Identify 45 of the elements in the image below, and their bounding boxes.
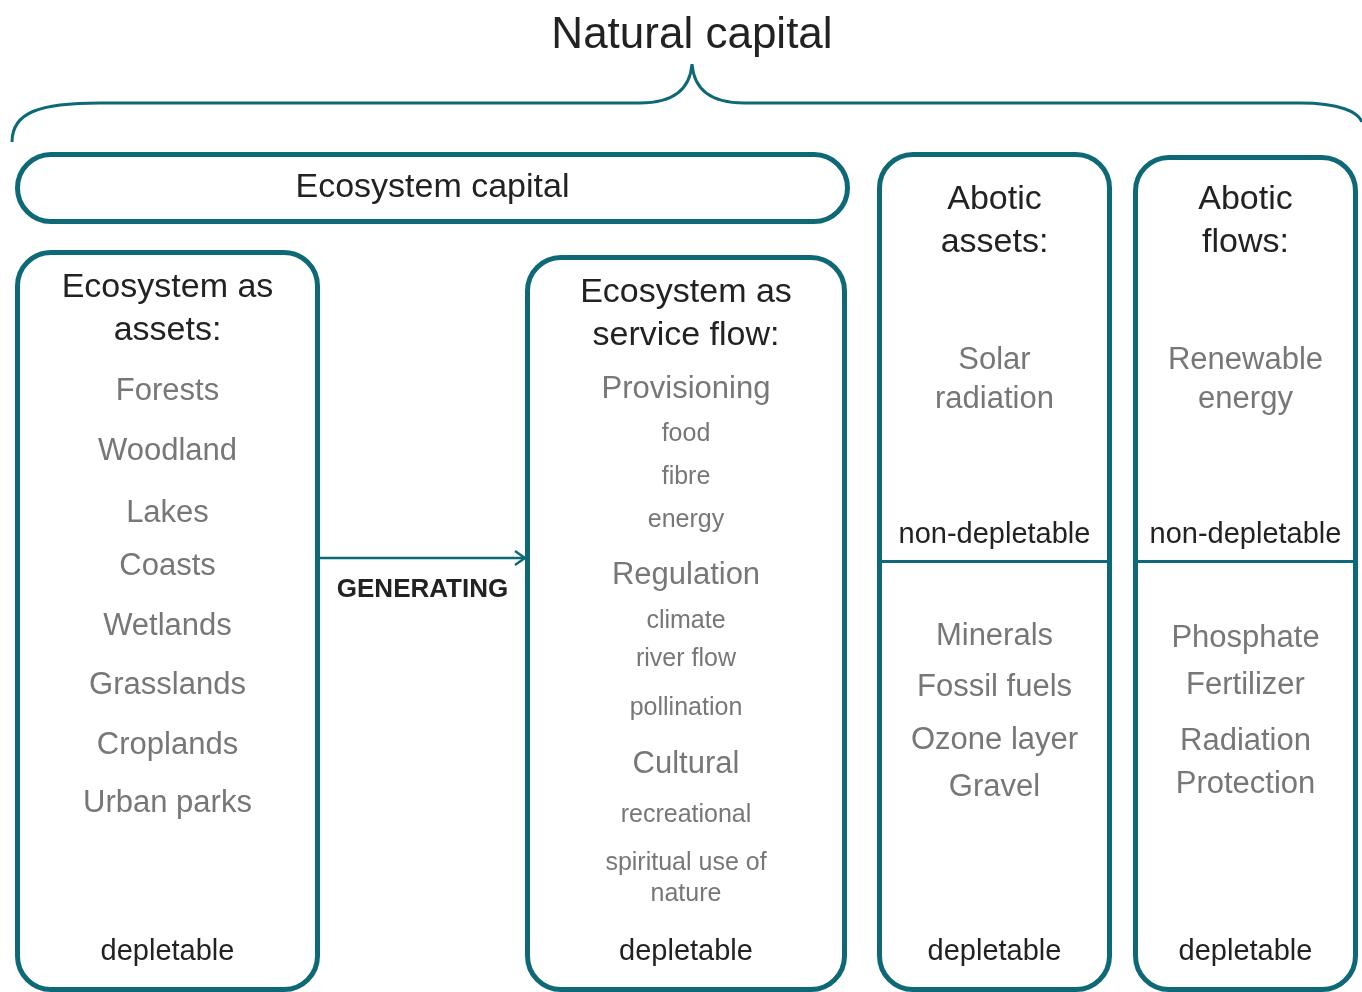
sub-item-text: climate <box>646 604 726 636</box>
sub-item-text: spiritual use of nature <box>604 845 768 908</box>
item-text: Wetlands <box>103 605 232 644</box>
item-text: Forests <box>115 370 220 409</box>
item-text: Lakes <box>126 492 209 531</box>
item-text: Grasslands <box>89 664 246 703</box>
heading-text: Ecosystem as assets: <box>60 264 275 348</box>
sub-item-text: fibre <box>661 460 711 492</box>
item-text: Radiation <box>1180 720 1311 759</box>
sub-item-text: pollination <box>629 691 743 723</box>
sub-item-text: river flow <box>636 642 736 674</box>
footer-text: depletable <box>1178 932 1313 968</box>
rounded-panel <box>1133 155 1358 992</box>
arrow <box>320 549 527 567</box>
item-text: Phosphate <box>1171 617 1320 656</box>
item-text: Fertilizer <box>1186 664 1305 703</box>
item-text: Ozone layer <box>910 719 1079 758</box>
sub-item-text: food <box>661 417 711 449</box>
item-text: Cultural <box>632 743 740 782</box>
heading-text: Ecosystem capital <box>294 164 571 206</box>
item-text: Protection <box>1175 763 1316 802</box>
sub-item-text: recreational <box>620 798 752 830</box>
footer-text: non-depletable <box>898 515 1091 551</box>
heading-text: Abotic flows: <box>1197 176 1294 260</box>
item-text: Regulation <box>611 554 761 593</box>
item-text: Fossil fuels <box>917 666 1072 705</box>
item-text: Croplands <box>96 724 239 763</box>
diagram-title: Natural capital <box>551 8 833 58</box>
item-text: Minerals <box>935 615 1054 654</box>
heading-text: Ecosystem as service flow: <box>579 269 793 353</box>
footer-text: depletable <box>100 932 235 968</box>
footer-text: non-depletable <box>1149 515 1342 551</box>
item-text: Coasts <box>119 545 216 584</box>
item-text: Urban parks <box>83 782 252 821</box>
item-text: Gravel <box>948 766 1041 805</box>
item-text: Renewable energy <box>1166 340 1325 417</box>
rounded-panel <box>15 250 320 992</box>
footer-text: depletable <box>927 932 1062 968</box>
footer-text: depletable <box>619 932 753 968</box>
rounded-panel <box>877 152 1112 992</box>
sub-item-text: energy <box>647 503 725 535</box>
item-text: Solar radiation <box>934 340 1055 417</box>
item-text: Woodland <box>98 430 237 469</box>
item-text: Provisioning <box>601 368 771 407</box>
heading-text: Abotic assets: <box>939 176 1050 260</box>
